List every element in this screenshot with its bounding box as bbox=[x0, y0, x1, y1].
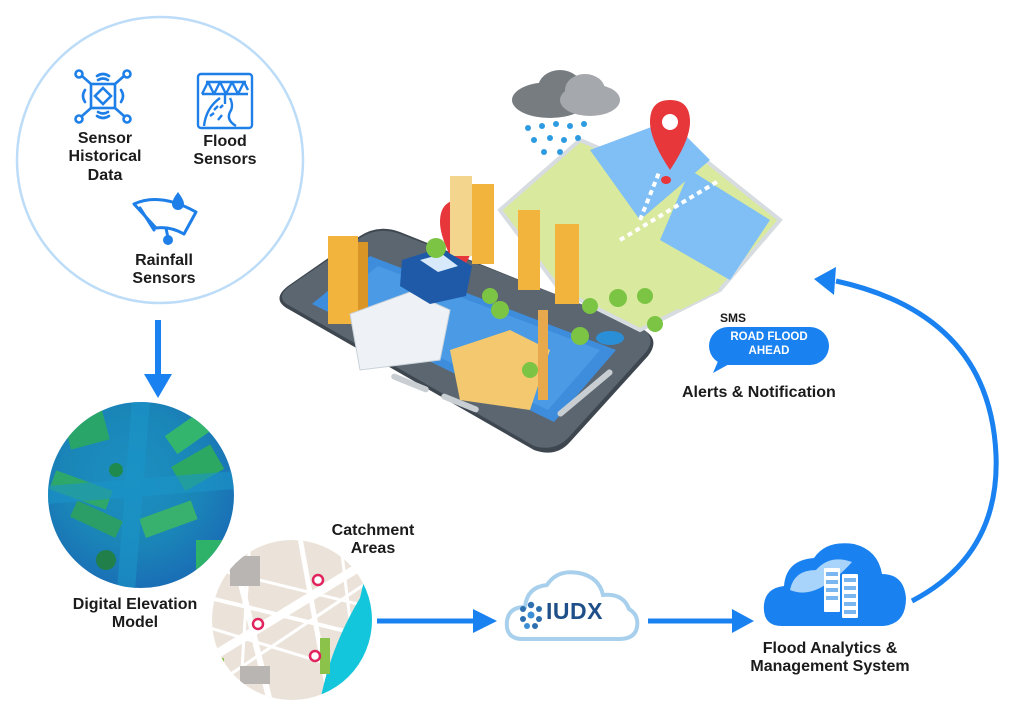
iudx-label: IUDX bbox=[546, 598, 603, 624]
alerts-notification-label: Alerts & Notification bbox=[682, 384, 836, 401]
server-cloud-icon bbox=[763, 543, 906, 626]
sources-circle bbox=[15, 15, 305, 305]
smartphone-city-map-illustration bbox=[279, 70, 783, 453]
arrow-down-icon bbox=[144, 320, 172, 398]
catchment-areas-label: Catchment Areas bbox=[331, 522, 415, 558]
rainfall-sensors-label: Rainfall Sensors bbox=[132, 252, 196, 288]
sensor-historical-data-label: Sensor Historical Data bbox=[68, 130, 142, 184]
flood-system-label: Flood Analytics & Management System bbox=[750, 640, 910, 676]
sms-label: SMS bbox=[720, 311, 747, 325]
flood-sensors-label: Flood Sensors bbox=[193, 133, 257, 169]
sms-message: ROAD FLOOD AHEAD bbox=[730, 331, 808, 357]
arrow-right-icon bbox=[377, 609, 497, 633]
arrow-right-icon bbox=[648, 609, 754, 633]
curved-arrow-icon bbox=[814, 267, 999, 604]
sms-bubble bbox=[709, 327, 829, 373]
iudx-cloud-logo bbox=[504, 570, 640, 641]
city-map-image bbox=[212, 540, 372, 700]
sources-group: Sensor Historical Data Flood Sensors Rai… bbox=[0, 0, 305, 310]
bridge-river-icon bbox=[196, 72, 254, 130]
elevation-map-image bbox=[48, 402, 234, 588]
dem-label: Digital Elevation Model bbox=[72, 596, 198, 632]
rain-gauge-icon bbox=[132, 192, 198, 245]
location-pin-icon bbox=[650, 100, 690, 184]
sensor-icon bbox=[74, 69, 132, 124]
